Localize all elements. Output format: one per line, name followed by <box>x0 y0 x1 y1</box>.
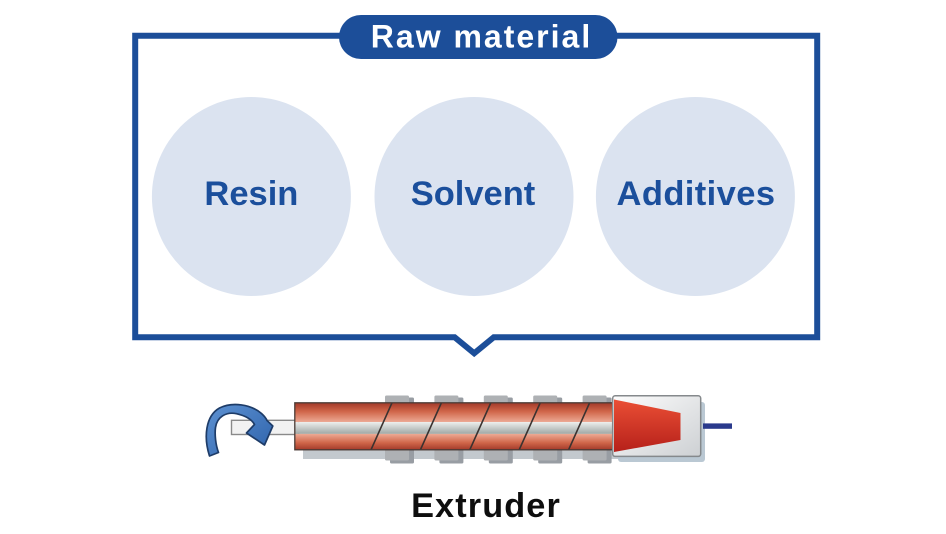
svg-text:Resin: Resin <box>204 175 298 213</box>
svg-text:Solvent: Solvent <box>411 175 536 213</box>
svg-text:Additives: Additives <box>617 175 776 213</box>
svg-text:Extruder: Extruder <box>411 487 561 525</box>
svg-text:Raw material: Raw material <box>371 18 592 54</box>
